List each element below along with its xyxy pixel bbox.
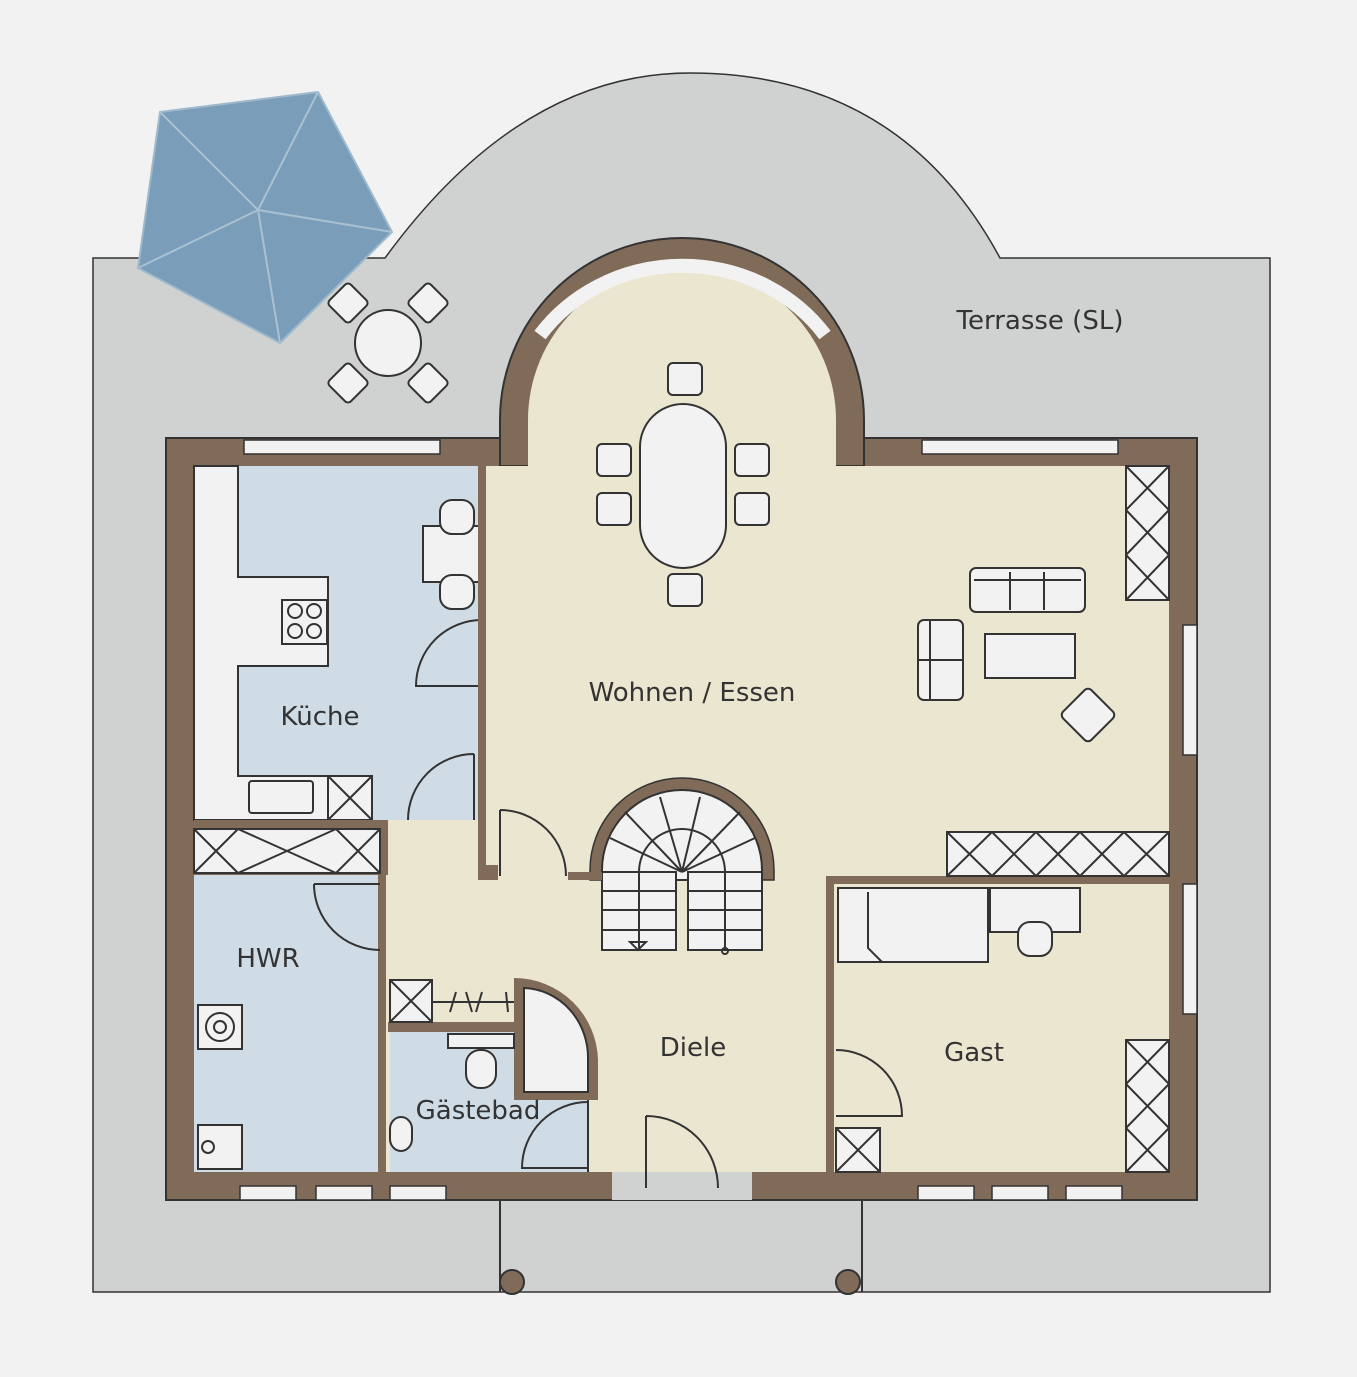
kitchen-room: Küche: [193, 465, 486, 880]
room-label-utility: HWR: [236, 944, 299, 974]
guest-room: Gast: [835, 887, 1170, 1173]
room-label-guest-bath: Gästebad: [416, 1096, 541, 1126]
room-label-guest: Gast: [944, 1038, 1004, 1068]
guest-bath-room: Gästebad: [388, 978, 598, 1172]
room-label-living: Wohnen / Essen: [589, 678, 796, 708]
utility-room: HWR: [194, 875, 386, 1172]
umbrella-icon: [136, 90, 394, 345]
dining-table-icon: [596, 362, 770, 607]
room-label-hall: Diele: [660, 1033, 726, 1063]
staircase: Diele: [589, 777, 775, 1063]
room-label-terrace: Terrasse (SL): [956, 306, 1124, 336]
terrace-table-icon: [327, 282, 449, 404]
entrance-posts: [499, 1200, 863, 1295]
interior-walls: [484, 809, 1169, 1189]
kitchen-cabinet-row: [193, 820, 388, 875]
windows: [239, 439, 1198, 1201]
room-label-kitchen: Küche: [280, 702, 359, 732]
sofa-group-icon: Wohnen / Essen: [589, 465, 1170, 877]
